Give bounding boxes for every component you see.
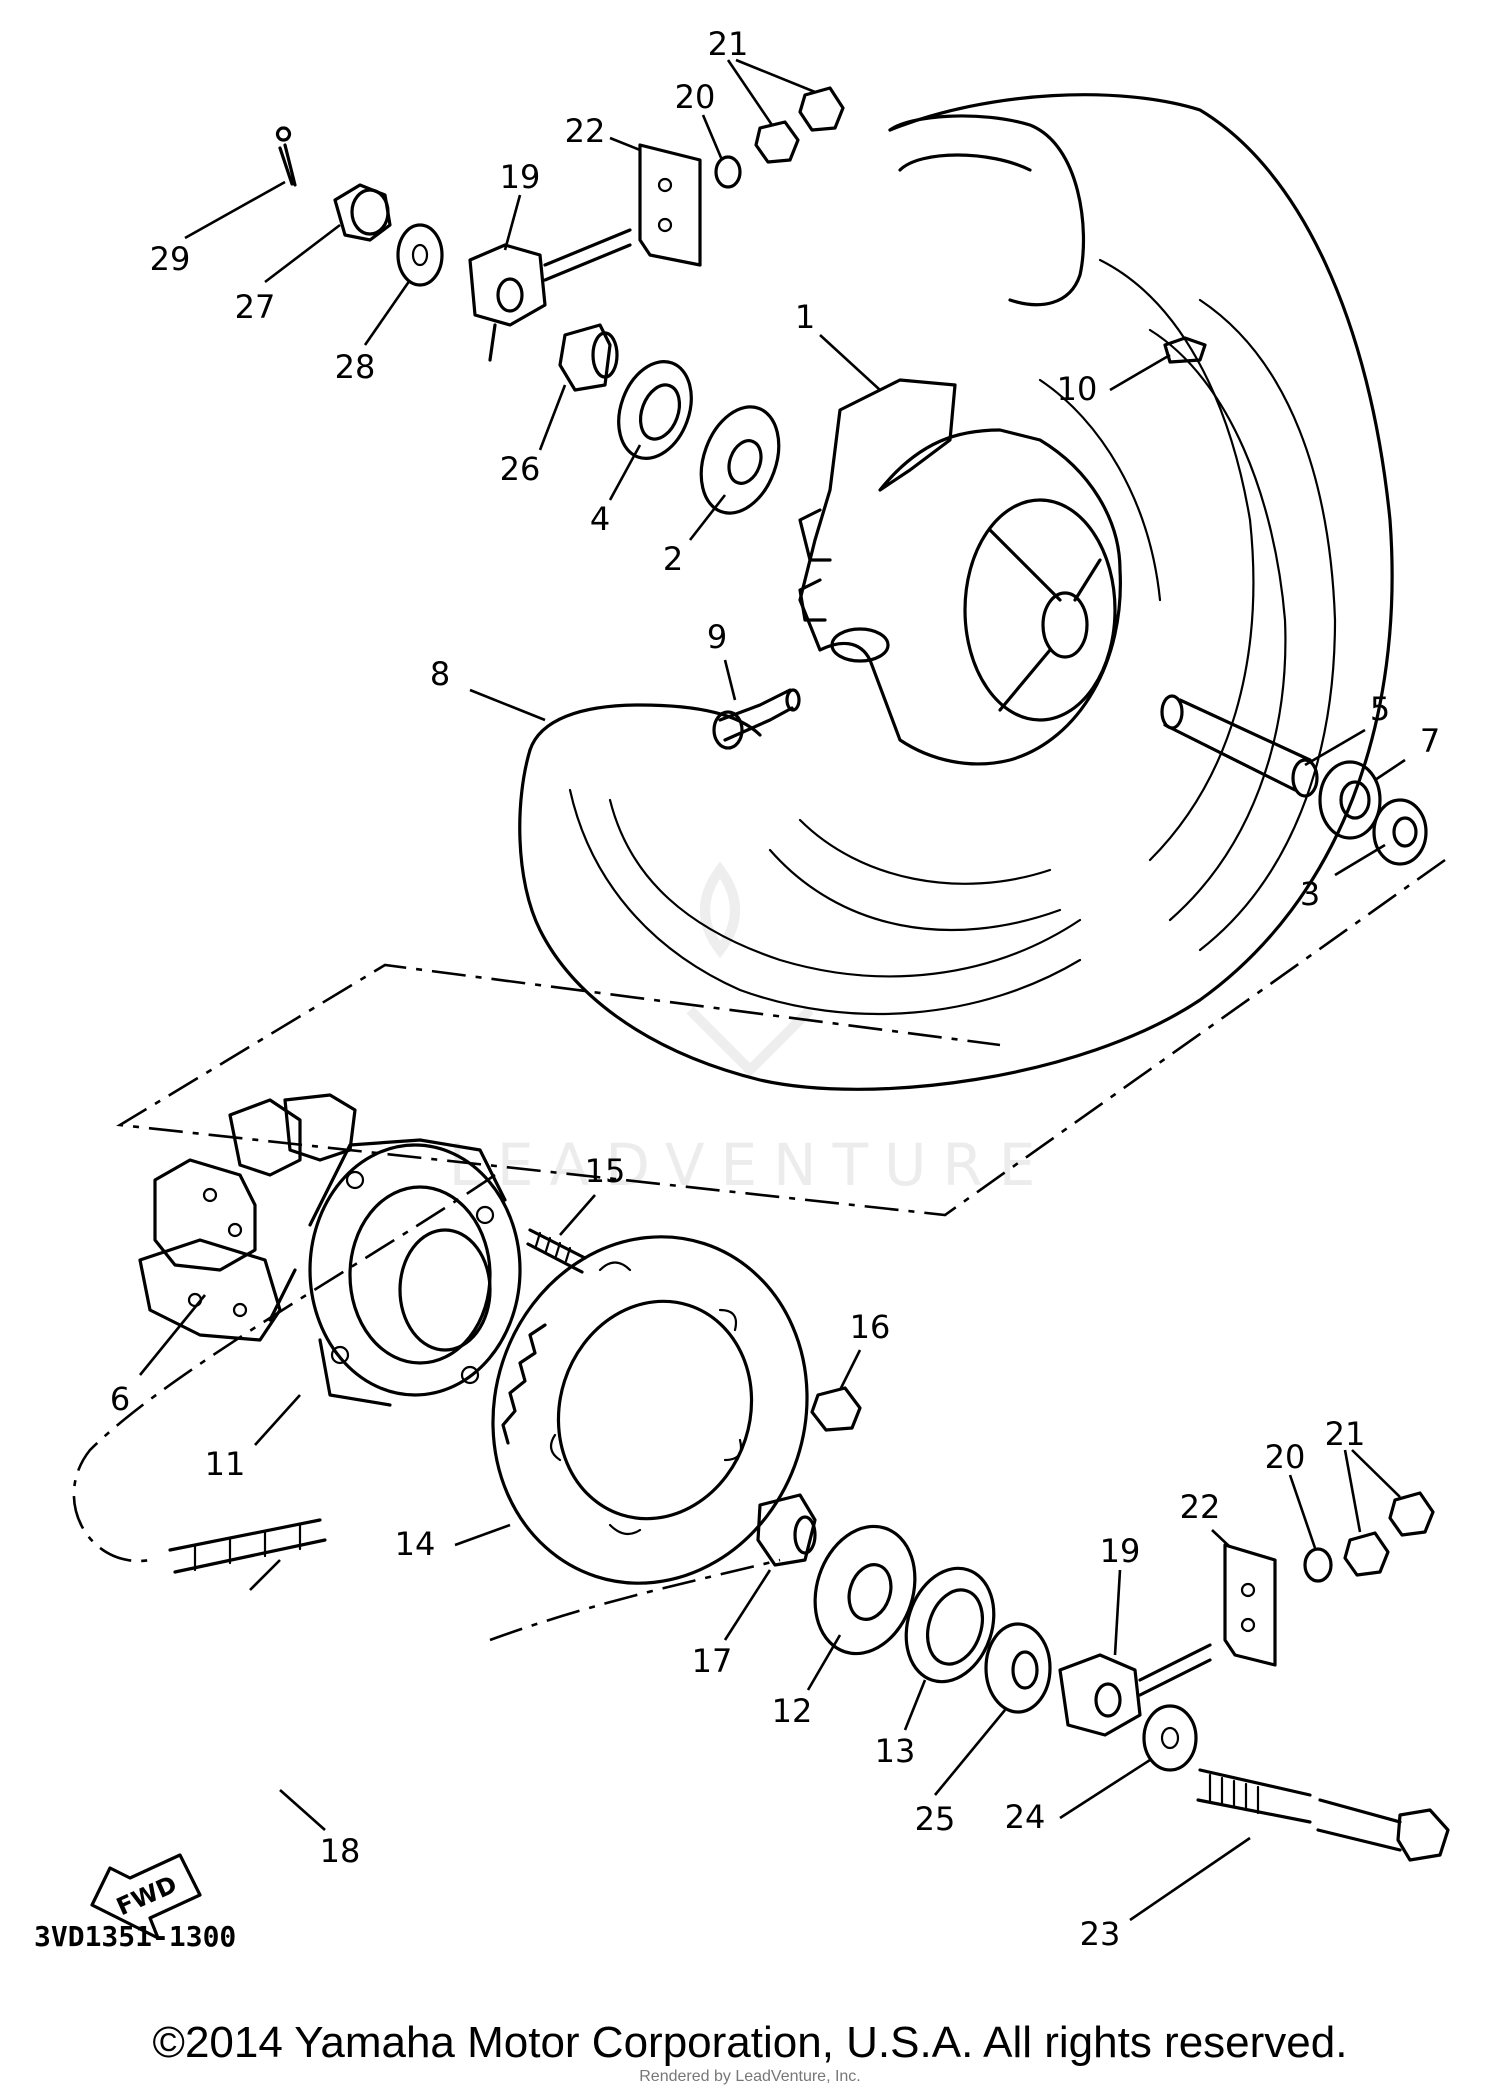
callout-4: 4: [590, 500, 610, 538]
callout-8: 8: [430, 655, 450, 693]
callout-12: 12: [772, 1692, 813, 1730]
collar-part-25: [984, 1622, 1052, 1714]
rendered-by-credit: Rendered by LeadVenture, Inc.: [639, 2068, 861, 2085]
callout-27: 27: [235, 288, 276, 326]
copyright-notice: ©2014 Yamaha Motor Corporation, U.S.A. A…: [152, 2018, 1348, 2067]
bearing-part-2: [699, 405, 781, 515]
callout-10: 10: [1057, 370, 1098, 408]
spoke-bolt-part-15: [526, 1228, 587, 1274]
cotter-pin-part-29: [275, 126, 297, 187]
oil-seal-part-13: [904, 1566, 996, 1684]
callout-20-lower: 20: [1265, 1438, 1306, 1476]
tire-part-8: [518, 93, 1394, 1091]
callout-23: 23: [1080, 1915, 1121, 1953]
callout-7: 7: [1420, 722, 1440, 760]
nut-part-21-upper: [754, 86, 845, 164]
callout-21-upper: 21: [708, 25, 749, 63]
chain-adjuster-part-19-upper: [468, 228, 632, 362]
drive-chain-part-18: [168, 1518, 327, 1574]
watermark-text: LEADVENTURE: [449, 1131, 1052, 1199]
axle-collar-part-5: [1160, 694, 1319, 798]
callout-6: 6: [110, 1380, 130, 1418]
oil-seal-part-4: [617, 359, 693, 461]
callout-19-lower: 19: [1100, 1532, 1141, 1570]
chain-puller-part-22-lower: [1223, 1543, 1277, 1667]
fwd-label: FWD: [112, 1870, 181, 1921]
callout-17: 17: [692, 1642, 733, 1680]
hub-assembly-outline: [116, 858, 1446, 1217]
callout-9: 9: [707, 618, 727, 656]
callout-20-upper: 20: [675, 78, 716, 116]
callout-labels: 1 2 3 4 5 6 7 8 9 10 11 12 13 14 15 16 1…: [110, 25, 1440, 1953]
callout-15: 15: [585, 1152, 626, 1190]
callout-13: 13: [875, 1732, 916, 1770]
callout-28: 28: [335, 348, 376, 386]
nut-part-21-lower: [1343, 1491, 1435, 1577]
collar-part-26: [558, 323, 619, 392]
chain-puller-part-22-upper: [638, 143, 702, 267]
leader-lines: [138, 58, 1406, 1922]
callout-5: 5: [1370, 690, 1390, 728]
callout-22-upper: 22: [565, 112, 606, 150]
washer-part-24: [1142, 1704, 1198, 1772]
watermark: LEADVENTURE: [449, 861, 1052, 1199]
bearing-part-7: [1318, 760, 1382, 840]
brake-caliper-part-6: [138, 1093, 357, 1342]
valve-part-9: [712, 688, 801, 750]
callout-14: 14: [395, 1525, 436, 1563]
oil-seal-part-3: [1372, 798, 1428, 866]
callout-29: 29: [150, 240, 191, 278]
axle-nut-part-27: [333, 183, 392, 242]
callout-22-lower: 22: [1180, 1488, 1221, 1526]
washer-part-20-lower: [1303, 1547, 1333, 1583]
diagram-reference-code: 3VD1351-1300: [34, 1920, 237, 1953]
sprocket-part-14: [491, 1235, 809, 1585]
callout-2: 2: [663, 540, 683, 578]
callout-11: 11: [205, 1445, 246, 1483]
callout-21-lower: 21: [1325, 1415, 1366, 1453]
axle-part-23: [1196, 1768, 1450, 1862]
callout-1: 1: [795, 298, 815, 336]
callout-18: 18: [320, 1832, 361, 1870]
callout-3: 3: [1300, 875, 1320, 913]
chain-path-outline: [72, 1173, 781, 1642]
bearing-part-12: [813, 1524, 917, 1656]
washer-part-20-upper: [714, 155, 742, 189]
callout-19-upper: 19: [500, 158, 541, 196]
hub-part-11: [268, 1138, 522, 1407]
callout-24: 24: [1005, 1798, 1046, 1836]
wheel-part-1: [798, 378, 1122, 766]
callout-16: 16: [850, 1308, 891, 1346]
callout-26: 26: [500, 450, 541, 488]
chain-adjuster-part-19-lower: [1058, 1643, 1212, 1737]
washer-part-28: [396, 223, 444, 287]
nut-part-16: [810, 1386, 862, 1432]
balance-weight-part-10: [1163, 336, 1207, 364]
callout-25: 25: [915, 1800, 956, 1838]
collar-part-17: [756, 1493, 817, 1567]
